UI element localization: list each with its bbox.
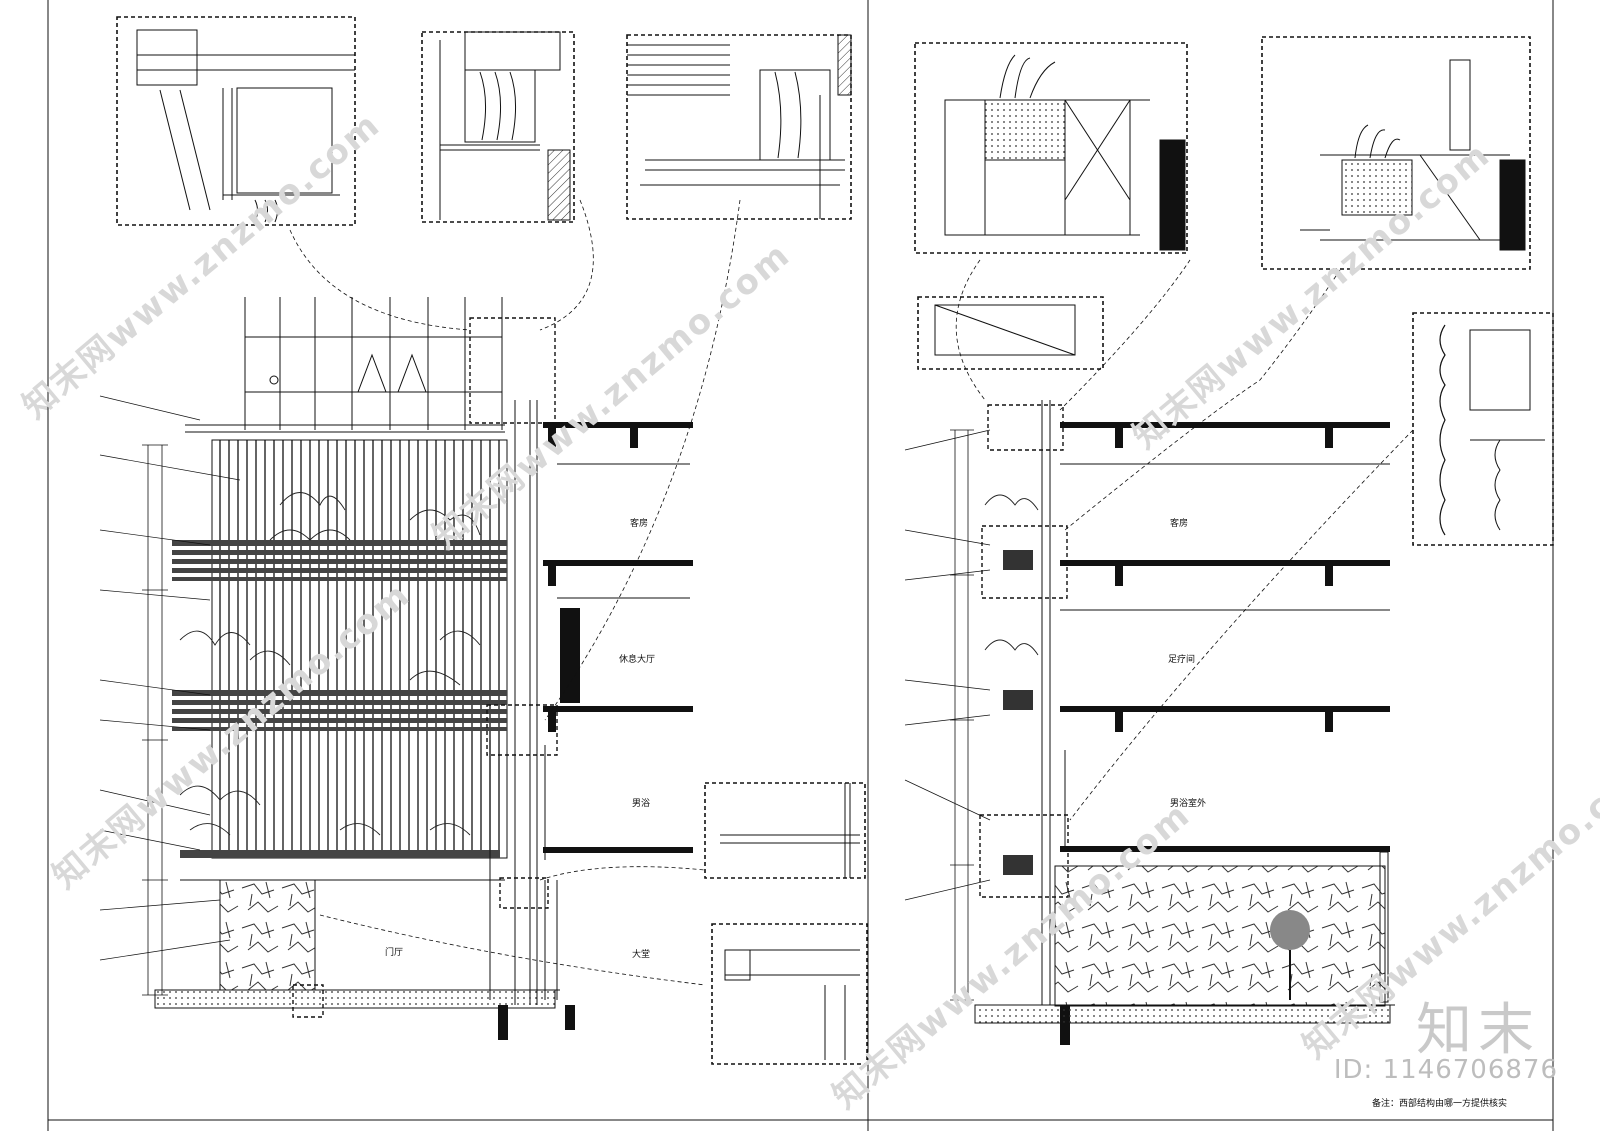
detail-box-r4 bbox=[1412, 312, 1554, 546]
right-planters bbox=[1003, 550, 1033, 875]
detail-box-1 bbox=[116, 16, 356, 226]
floor-slabs-right bbox=[1060, 422, 1390, 1045]
left-leaders bbox=[99, 395, 241, 961]
planter-bands bbox=[172, 540, 507, 858]
right-dimension-chain bbox=[950, 429, 974, 1001]
right-planter-callouts bbox=[955, 259, 1414, 898]
vertical-slat-screen bbox=[211, 439, 508, 859]
room-label-guest-room-left: 客房 bbox=[630, 517, 648, 529]
floor-slabs bbox=[498, 422, 693, 1040]
room-label-mens-bath: 男浴 bbox=[632, 798, 650, 809]
right-section bbox=[904, 36, 1554, 1045]
right-plant-sketches bbox=[984, 494, 1039, 656]
right-leaders bbox=[904, 429, 991, 901]
room-label-entrance-hall: 门厅 bbox=[385, 946, 403, 958]
document-id: ID: 1146706876 bbox=[1333, 1055, 1558, 1085]
detail-box-5 bbox=[711, 923, 868, 1065]
detail-box-4 bbox=[704, 782, 866, 879]
room-label-mens-bath-outdoor: 男浴室外 bbox=[1170, 797, 1206, 809]
detail-box-2 bbox=[421, 31, 575, 223]
detail-box-r2 bbox=[1261, 36, 1531, 270]
room-label-lobby: 大堂 bbox=[632, 948, 650, 960]
room-label-foot-massage: 足疗间 bbox=[1168, 653, 1195, 665]
remark-note: 备注：西部结构由哪一方提供核实 bbox=[1372, 1097, 1507, 1109]
right-structure bbox=[974, 400, 1395, 1024]
curtain-wall bbox=[489, 400, 690, 1005]
room-label-lounge-hall: 休息大厅 bbox=[619, 653, 655, 665]
sheet-frame bbox=[47, 0, 1554, 1131]
brand-logo: 知末 bbox=[1416, 998, 1540, 1063]
left-dimension-chain bbox=[142, 444, 168, 996]
plant-sketches bbox=[179, 492, 481, 836]
room-label-guest-room-right: 客房 bbox=[1170, 517, 1188, 529]
facade-window-grid bbox=[185, 297, 505, 433]
detail-box-r1 bbox=[914, 42, 1188, 254]
left-section bbox=[99, 16, 868, 1065]
detail-box-3 bbox=[626, 34, 852, 220]
elevation-callouts bbox=[289, 199, 741, 1018]
detail-box-r3 bbox=[917, 296, 1104, 370]
entry-hall-structure bbox=[154, 879, 560, 1009]
